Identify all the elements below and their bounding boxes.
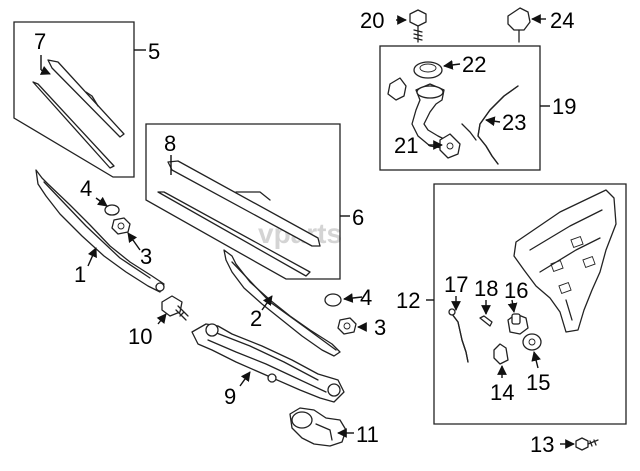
rear-wiper-blade[interactable]	[32, 59, 125, 169]
blade-box-frame	[13, 21, 135, 178]
callout-7: 7	[34, 29, 46, 54]
arrow-16	[507, 299, 518, 313]
callout-13: 13	[530, 432, 554, 457]
level-sensor-14[interactable]	[493, 343, 509, 365]
callout-24: 24	[550, 8, 574, 33]
washer-box	[379, 45, 550, 171]
washer-box-frame	[379, 45, 541, 171]
blade-box-frame-2	[145, 123, 341, 280]
arrow-9	[239, 371, 251, 387]
washer-reservoir[interactable]	[513, 189, 617, 333]
callout-8: 8	[164, 131, 176, 156]
callout-16: 16	[504, 278, 528, 303]
callout-2: 2	[250, 306, 262, 331]
arrow-23	[485, 116, 501, 127]
arrow-1	[87, 247, 97, 267]
arrow-22	[443, 60, 461, 70]
wiper-arm-right[interactable]	[223, 249, 341, 357]
arrow-15	[531, 351, 541, 369]
callout-9: 9	[224, 384, 236, 409]
callout-12: 12	[396, 288, 420, 313]
washer-pump-16[interactable]	[507, 313, 529, 335]
callout-5: 5	[148, 39, 160, 64]
arrow-2	[261, 295, 273, 311]
blade-group-box-2	[145, 123, 350, 280]
arm-nut-right[interactable]	[337, 317, 357, 335]
callout-19: 19	[552, 94, 576, 119]
washer-hose-17[interactable]	[448, 308, 469, 363]
arm-cap-right[interactable]	[324, 293, 342, 307]
filler-neck[interactable]	[387, 77, 447, 149]
callout-23: 23	[502, 110, 526, 135]
callout-18: 18	[474, 276, 498, 301]
callout-14: 14	[490, 380, 514, 405]
bolt-13[interactable]	[575, 437, 599, 451]
blade-group-box	[13, 21, 146, 178]
grommet-21[interactable]	[439, 133, 461, 159]
washer-nozzle-24[interactable]	[507, 7, 531, 43]
callout-22: 22	[462, 52, 486, 77]
callout-4-left: 4	[80, 176, 92, 201]
callout-3-right: 3	[374, 315, 386, 340]
pivot-bolt[interactable]	[161, 295, 189, 321]
callout-6: 6	[352, 205, 364, 230]
arm-nut-left[interactable]	[111, 217, 131, 235]
reservoir-box-frame	[433, 183, 627, 425]
reservoir-box	[426, 183, 627, 425]
callout-4-right: 4	[360, 285, 372, 310]
reservoir-cap[interactable]	[413, 61, 443, 79]
grommet-15[interactable]	[522, 333, 542, 351]
callout-15: 15	[526, 370, 550, 395]
callout-10: 10	[128, 324, 152, 349]
callout-20: 20	[360, 8, 384, 33]
arrow-10	[156, 313, 167, 325]
arrow-4-right	[343, 293, 363, 303]
arm-cap-left[interactable]	[104, 204, 120, 216]
arrow-7	[39, 65, 51, 75]
wiper-motor[interactable]	[289, 407, 347, 447]
front-wiper-blade[interactable]	[157, 160, 321, 277]
arrow-4-left	[95, 196, 108, 207]
seal-18[interactable]	[479, 315, 493, 327]
bolt-20[interactable]	[409, 9, 427, 43]
callout-17: 17	[444, 272, 468, 297]
washer-hose-23[interactable]	[461, 85, 519, 165]
wiper-linkage[interactable]	[191, 323, 345, 403]
callout-1: 1	[74, 262, 86, 287]
arrow-3-left	[127, 232, 141, 251]
wiper-arm-left[interactable]	[35, 169, 165, 293]
callout-3-left: 3	[140, 244, 152, 269]
callout-11: 11	[356, 422, 379, 447]
callout-21: 21	[394, 133, 418, 158]
